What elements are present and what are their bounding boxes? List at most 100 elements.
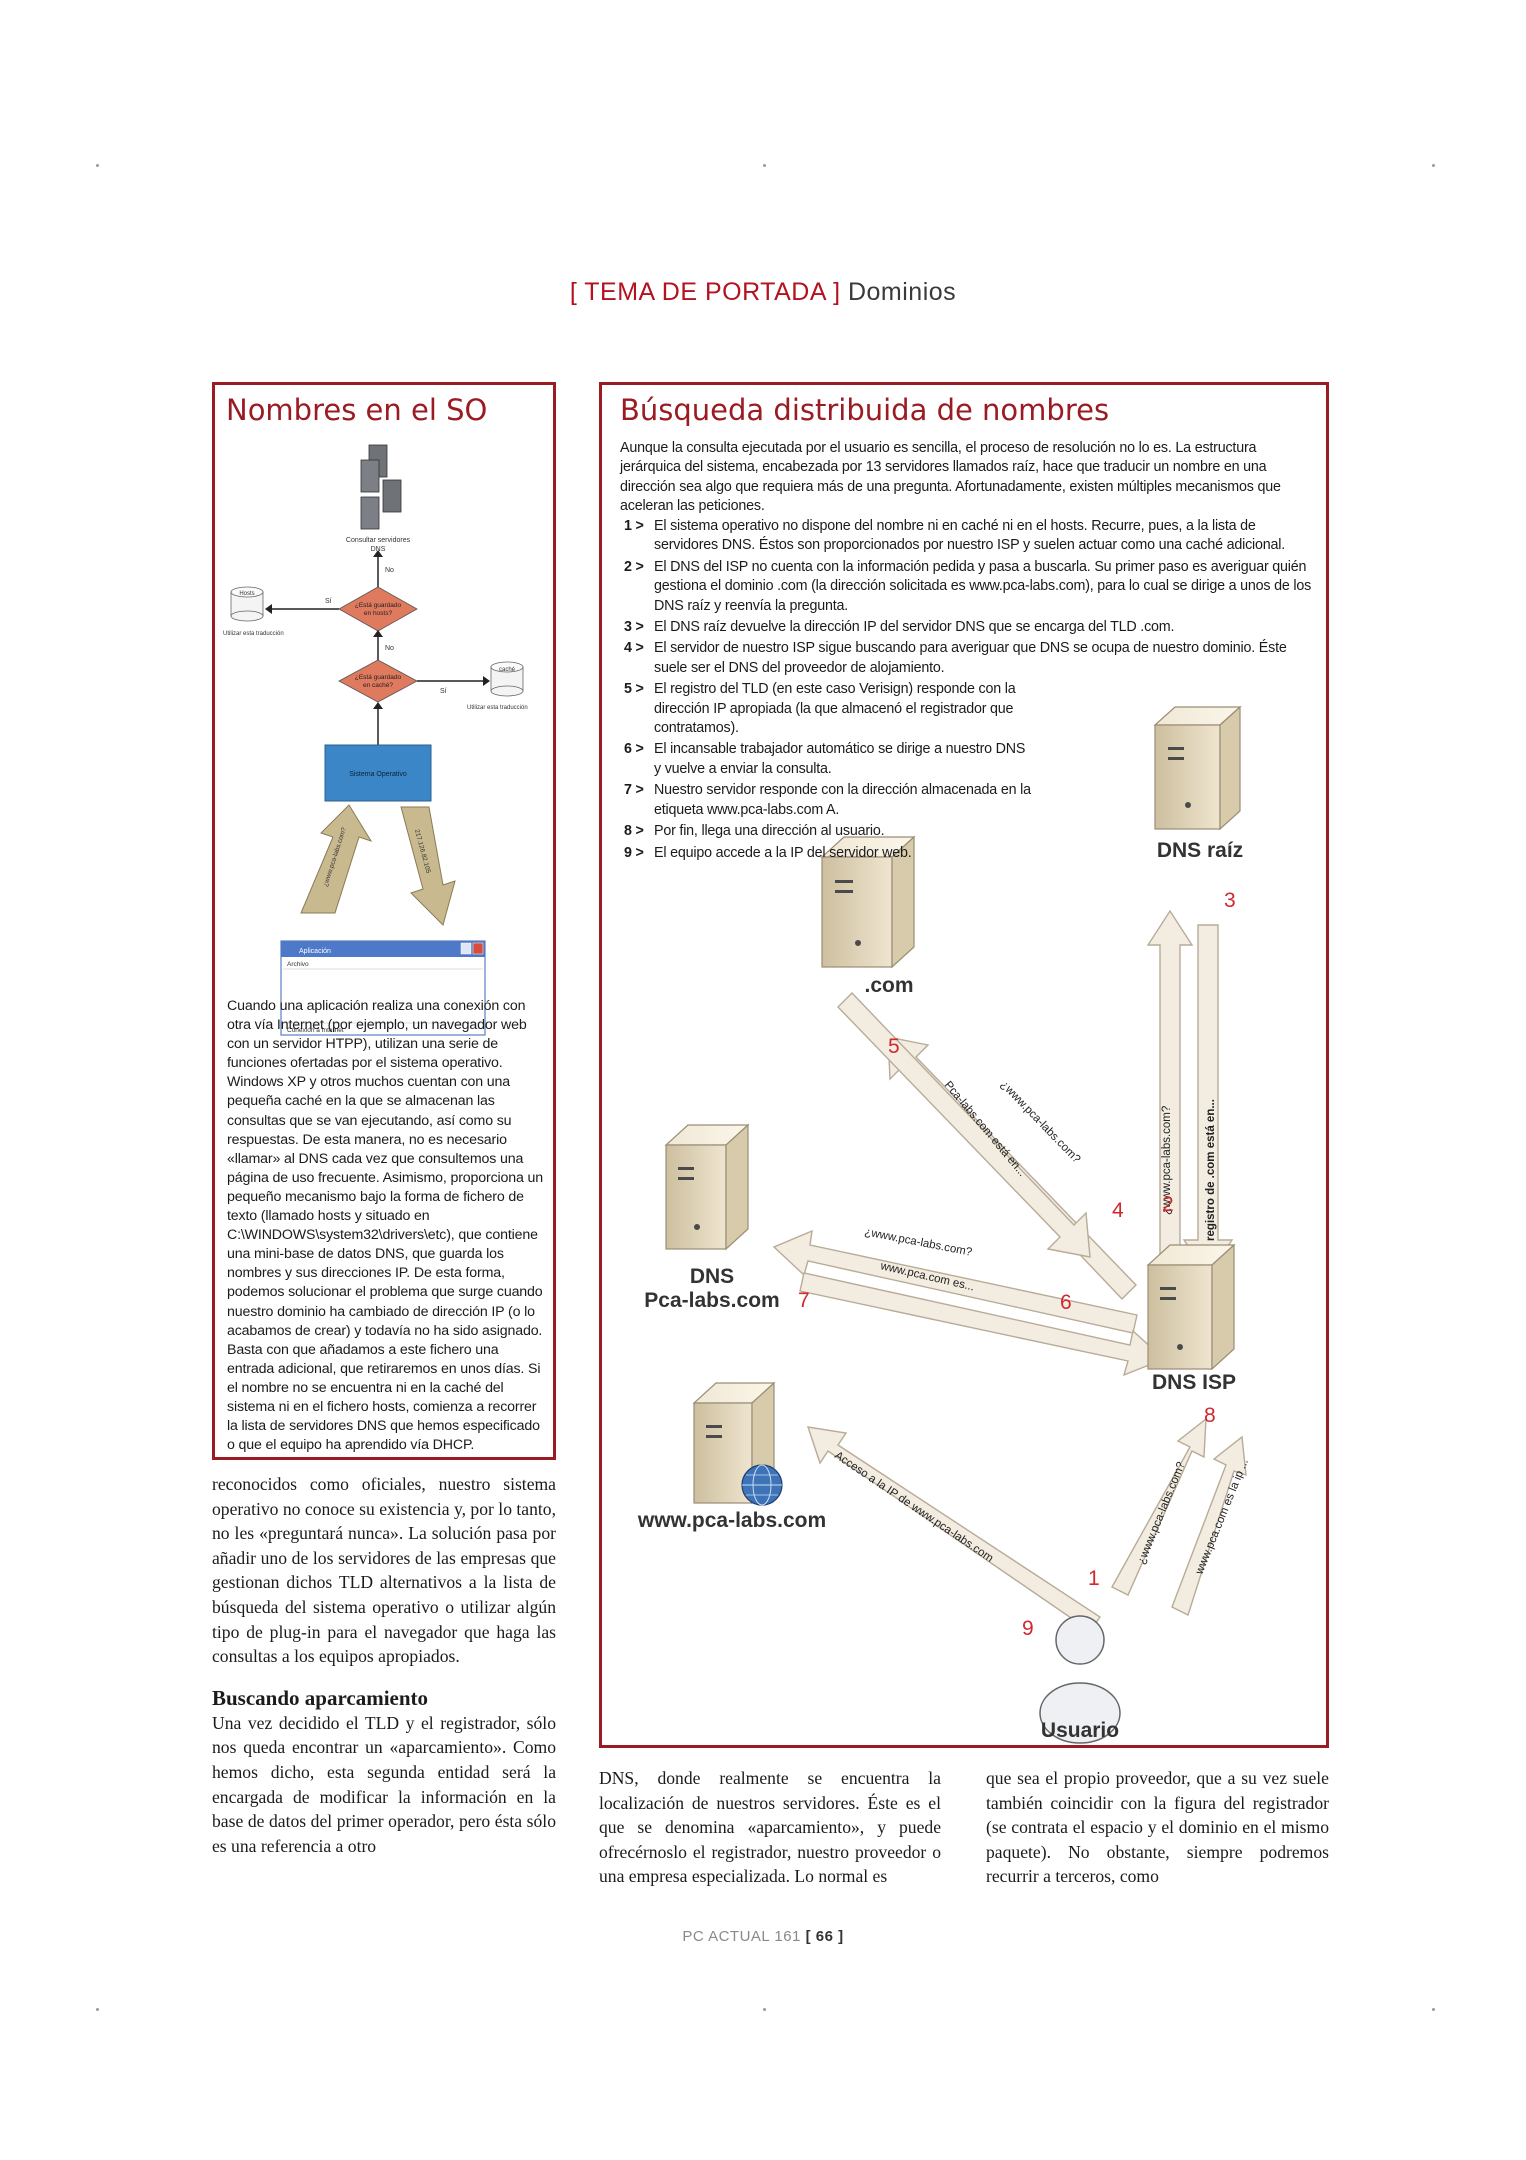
step-item: 7 >Nuestro servidor responde con la dire… xyxy=(624,781,1314,820)
section-kicker: [ TEMA DE PORTADA ] xyxy=(569,278,841,306)
arrow-label-3: El registro de .com está en... xyxy=(1205,1099,1217,1255)
step-number-6: 6 xyxy=(1060,1291,1072,1314)
query-arrow xyxy=(300,804,373,914)
dns-resolution-diagram: ¿www.pca-labs.com? El registro de .com e… xyxy=(637,705,1251,1744)
crop-mark xyxy=(763,164,766,167)
step-num: 4 > xyxy=(624,640,644,657)
body-column-3: que sea el propio proveedor, que a su ve… xyxy=(986,1768,1329,1887)
step-num: 9 > xyxy=(624,844,644,861)
arrow-label-9: Acceso a la IP de www.pca-labs.com xyxy=(832,1450,995,1565)
hosts-db-icon xyxy=(230,586,264,622)
step-numbers: 2 3 4 5 6 7 8 1 9 xyxy=(798,889,1236,1640)
user-label: Usuario xyxy=(1041,1719,1119,1742)
body-paragraph: reconocidos como oficiales, nuestro sist… xyxy=(212,1474,556,1667)
arrow-6 xyxy=(772,1229,1138,1334)
cache-question: ¿Está guardado xyxy=(355,674,402,681)
step-item: 8 > Por fin, llega una dirección al usuar… xyxy=(624,822,1314,841)
step-text: El servidor de nuestro ISP sigue buscand… xyxy=(654,640,1287,676)
dns-root-label: DNS raíz xyxy=(1157,839,1243,862)
si-label: Sí xyxy=(440,688,447,695)
app-menu: Archivo xyxy=(287,961,309,968)
consult-label: DNS xyxy=(371,546,386,553)
server-dns-raiz-icon xyxy=(1153,705,1242,831)
crop-mark xyxy=(1432,2008,1435,2011)
flow-arrows xyxy=(772,909,1247,1632)
hosts-question: ¿Está guardado xyxy=(355,602,402,609)
step-item: 9 > El equipo accede a la IP del servidor… xyxy=(624,844,1314,863)
flow-arrow-head xyxy=(373,550,383,557)
flow-arrow-head xyxy=(373,702,383,709)
cache-decision-diamond xyxy=(338,659,418,703)
answer-arrow xyxy=(400,806,456,926)
dns-pca-label: DNS xyxy=(690,1265,734,1288)
hosts-question: en hosts? xyxy=(364,610,393,617)
step-item: 3 >El DNS raíz devuelve la dirección IP … xyxy=(624,618,1314,637)
step-number-2: 2 xyxy=(1162,1193,1174,1216)
app-status: Conexión a Internet xyxy=(287,1027,344,1034)
step-num: 1 > xyxy=(624,518,644,534)
sidebar-box-nombres-so: Nombres en el SO Consultar servidores DN… xyxy=(212,382,556,1460)
user-icon xyxy=(1039,1615,1121,1744)
server-com-icon xyxy=(820,835,916,969)
hosts-label: Hosts xyxy=(239,591,254,597)
flow-arrow-head xyxy=(483,676,490,686)
magazine-name: PC ACTUAL 161 xyxy=(682,1928,801,1945)
arrow-label-6: ¿www.pca-labs.com? xyxy=(863,1226,973,1259)
step-text: El DNS raíz devuelve la dirección IP del… xyxy=(654,619,1175,636)
crop-mark xyxy=(763,2008,766,2011)
sidebar-box-busqueda: ¿www.pca-labs.com? El registro de .com e… xyxy=(599,382,1329,1748)
step-number-3: 3 xyxy=(1224,889,1236,912)
step-text: El registro del TLD (en este caso Verisi… xyxy=(654,681,1016,737)
step-number-7: 7 xyxy=(798,1289,810,1312)
steps-list: 1 > El sistema operativo no dispone del n… xyxy=(624,517,1314,865)
step-number-5: 5 xyxy=(888,1035,900,1058)
section-header: [ TEMA DE PORTADA ] Dominios xyxy=(0,278,1526,307)
step-text: El DNS del ISP no cuenta con la informac… xyxy=(654,558,1312,614)
step-text: El incansable trabajador automático se d… xyxy=(654,741,1026,777)
si-label: Sí xyxy=(325,598,332,605)
no-label: No xyxy=(385,645,394,652)
os-label: Sistema Operativo xyxy=(349,771,407,778)
step-item: 6 >El incansable trabajador automático s… xyxy=(624,740,1314,779)
dns-pca-label: Pca-labs.com xyxy=(644,1289,779,1312)
web-server-label: www.pca-labs.com xyxy=(637,1509,826,1532)
dns-isp-label: DNS ISP xyxy=(1152,1371,1236,1394)
arrow-8 xyxy=(1171,1435,1247,1616)
use-translation-label: Utilizar esta traducción xyxy=(223,631,284,637)
page-number: [ 66 ] xyxy=(805,1928,844,1945)
os-box xyxy=(324,744,432,802)
step-num: 2 > xyxy=(624,558,644,575)
step-text: El sistema operativo no dispone del nomb… xyxy=(654,518,1285,554)
use-translation-label: Utilizar esta traducción xyxy=(467,705,528,711)
step-text: Por fin, llega una dirección al usuario. xyxy=(654,823,885,840)
arrow-5 xyxy=(837,991,1091,1258)
crop-mark xyxy=(1432,164,1435,167)
step-text: Nuestro servidor responde con la direcci… xyxy=(654,782,1031,818)
step-item: 1 > El sistema operativo no dispone del n… xyxy=(624,517,1314,556)
server-dns-pca-icon xyxy=(664,1123,750,1251)
arrow-2 xyxy=(1146,909,1194,1286)
flow-arrow-head xyxy=(265,604,272,614)
box-title: Nombres en el SO xyxy=(226,393,488,427)
os-flowchart: Consultar servidores DNS No ¿Está guarda… xyxy=(223,444,528,1036)
body-paragraph: Una vez decidido el TLD y el registrador… xyxy=(212,1712,556,1856)
arrow-1 xyxy=(1111,1417,1207,1596)
cache-label: caché xyxy=(499,667,516,673)
dns-servers-icon xyxy=(360,444,402,530)
step-number-4: 4 xyxy=(1112,1199,1124,1222)
arrow-9 xyxy=(806,1426,1101,1632)
application-window xyxy=(280,940,486,1036)
flow-arrow-head xyxy=(373,630,383,637)
step-text: El equipo accede a la IP del servidor we… xyxy=(654,844,912,861)
consult-label: Consultar servidores xyxy=(346,537,411,544)
server-web-icon xyxy=(692,1381,776,1505)
no-label: No xyxy=(385,567,394,574)
app-title: Aplicación xyxy=(299,948,331,955)
body-column-2: DNS, donde realmente se encuentra la loc… xyxy=(599,1768,941,1887)
step-num: 8 > xyxy=(624,823,644,840)
crop-mark xyxy=(96,164,99,167)
body-column-1: reconocidos como oficiales, nuestro sist… xyxy=(212,1472,556,1858)
step-num: 5 > xyxy=(624,681,644,698)
subheading: Buscando aparcamiento xyxy=(212,1685,429,1710)
box-title: Búsqueda distribuida de nombres xyxy=(620,393,1110,427)
